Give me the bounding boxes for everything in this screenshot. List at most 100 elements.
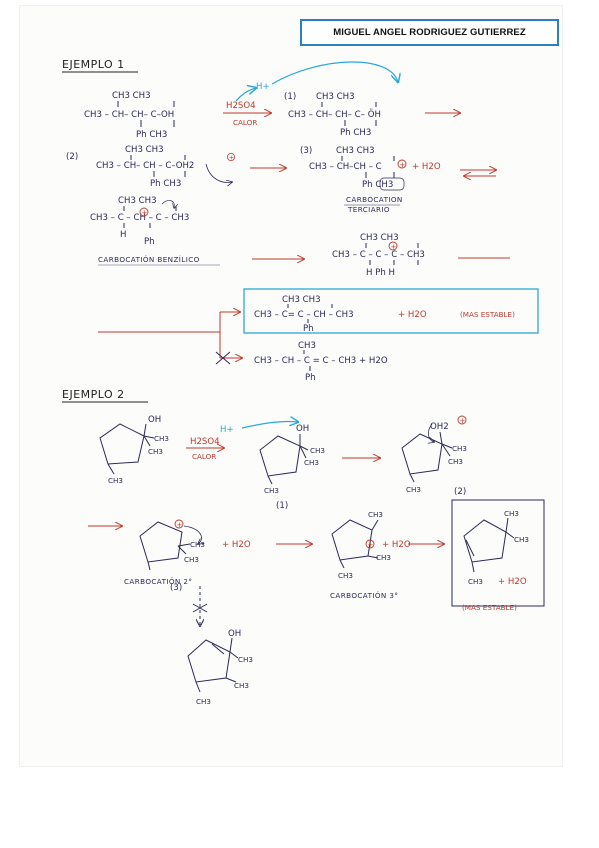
svg-text:CH3: CH3 bbox=[154, 434, 169, 443]
svg-text:CARBOCATIÓN 2°: CARBOCATIÓN 2° bbox=[124, 577, 192, 586]
svg-text:CH3: CH3 bbox=[184, 555, 199, 564]
svg-text:CH3: CH3 bbox=[196, 697, 211, 706]
svg-text:+: + bbox=[368, 541, 374, 549]
minor-product: CH3 CH3 – CH – C = C – CH3 + H2O Ph bbox=[254, 341, 388, 383]
svg-text:CH3 CH3: CH3 CH3 bbox=[336, 146, 375, 156]
example-2-title: EJEMPLO 2 bbox=[62, 388, 125, 401]
svg-text:CH3 – CH– CH– C–OH: CH3 – CH– CH– C–OH bbox=[84, 110, 174, 120]
svg-text:+ H2O: + H2O bbox=[498, 577, 527, 587]
ex2-tertiary-carbocation: CH3 + CH3 CH3 + H2O CARBOCATIÓN 3° bbox=[330, 510, 411, 600]
svg-text:+ H2O: + H2O bbox=[412, 162, 441, 172]
ex2-condition: CALOR bbox=[192, 452, 216, 461]
svg-text:CH3 CH3: CH3 CH3 bbox=[112, 91, 151, 101]
svg-text:CH3: CH3 bbox=[448, 457, 463, 466]
svg-text:H Ph H: H Ph H bbox=[366, 268, 395, 278]
svg-text:CH3: CH3 bbox=[238, 655, 253, 664]
author-name-box: MIGUEL ANGEL RODRIGUEZ GUTIERREZ bbox=[300, 19, 559, 46]
svg-text:OH: OH bbox=[148, 415, 161, 425]
ex2-reactant: OH CH3 CH3 CH3 bbox=[99, 415, 169, 485]
ex2-water-1: + H2O bbox=[222, 540, 251, 550]
svg-text:+: + bbox=[142, 209, 148, 217]
svg-text:CH3: CH3 bbox=[108, 476, 123, 485]
svg-text:+: + bbox=[391, 243, 397, 251]
ex2-step-2: OH2 + CH3 CH3 CH3 (2) bbox=[401, 415, 467, 497]
svg-text:CH3: CH3 bbox=[452, 444, 467, 453]
svg-text:CH3 – C= C – CH – CH3: CH3 – C= C – CH – CH3 bbox=[254, 310, 354, 320]
step-2-oxonium: (2) CH3 CH3 CH3 – CH– CH – C–OH2 + Ph CH… bbox=[66, 145, 235, 189]
ex2-proton-arrow bbox=[241, 421, 298, 429]
svg-text:(2): (2) bbox=[66, 152, 78, 162]
svg-text:CARBOCATION: CARBOCATION bbox=[346, 195, 403, 204]
step-1-alcohol: (1) CH3 CH3 CH3 – CH– CH– C– ÖH Ph CH3 bbox=[284, 92, 381, 138]
notebook-page: MIGUEL ANGEL RODRIGUEZ GUTIERREZ EJEMPLO… bbox=[20, 6, 562, 766]
svg-text:(1): (1) bbox=[284, 92, 296, 102]
svg-text:CH3: CH3 bbox=[338, 571, 353, 580]
ex2-step-3-num: (3) bbox=[170, 583, 182, 593]
svg-text:Ph: Ph bbox=[303, 324, 314, 334]
svg-text:CH3 – C – CH – C – CH3: CH3 – C – CH – C – CH3 bbox=[90, 213, 189, 223]
svg-text:+: + bbox=[177, 521, 183, 529]
svg-text:(2): (2) bbox=[454, 487, 466, 497]
ex2-major-product: CH3 CH3 CH3 + H2O (MAS ESTABLE) bbox=[462, 509, 529, 612]
handwritten-mechanisms: EJEMPLO 1 CH3 CH3 CH3 – CH– CH– C–OH Ph … bbox=[62, 58, 545, 706]
svg-text:CH3 – CH– CH – C–OH2: CH3 – CH– CH – C–OH2 bbox=[96, 161, 194, 171]
rearranged-carbocation: CH3 CH3 CH3 – C – C – C – CH3 + H Ph H bbox=[332, 233, 425, 278]
svg-text:OH: OH bbox=[228, 629, 241, 639]
svg-text:(MAS ESTABLE): (MAS ESTABLE) bbox=[460, 310, 515, 319]
svg-text:CH3 – C – C – C – CH3: CH3 – C – C – C – CH3 bbox=[332, 250, 425, 260]
svg-text:CH3: CH3 bbox=[264, 486, 279, 495]
ex2-step-1: OH CH3 CH3 CH3 (1) bbox=[259, 424, 325, 511]
svg-text:Ph: Ph bbox=[305, 373, 316, 383]
svg-text:CH3 – CH– CH– C– ÖH: CH3 – CH– CH– C– ÖH bbox=[288, 109, 381, 120]
reagent-label: H2SO4 bbox=[226, 101, 256, 111]
svg-text:(1): (1) bbox=[276, 501, 288, 511]
svg-text:Ph CH3: Ph CH3 bbox=[150, 179, 181, 189]
svg-text:CH3 – CH–CH – C: CH3 – CH–CH – C bbox=[309, 162, 382, 172]
svg-text:CH3: CH3 bbox=[190, 540, 205, 549]
svg-text:+ H2O: + H2O bbox=[382, 540, 411, 550]
svg-text:CH3: CH3 bbox=[368, 510, 383, 519]
svg-text:CH3 CH3: CH3 CH3 bbox=[316, 92, 355, 102]
svg-text:Ph CH3: Ph CH3 bbox=[362, 180, 393, 190]
condition-label: CALOR bbox=[233, 118, 257, 127]
svg-text:CH3: CH3 bbox=[234, 681, 249, 690]
example-1-title: EJEMPLO 1 bbox=[62, 58, 125, 71]
svg-text:CH3: CH3 bbox=[504, 509, 519, 518]
step-3-tertiary-carbocation: (3) CH3 CH3 CH3 – CH–CH – C + + H2O Ph C… bbox=[300, 146, 441, 214]
svg-text:TERCIARIO: TERCIARIO bbox=[347, 205, 390, 214]
svg-text:H: H bbox=[120, 230, 126, 240]
svg-text:Ph CH3: Ph CH3 bbox=[136, 130, 167, 140]
svg-text:CARBOCATIÓN BENZÍLICO: CARBOCATIÓN BENZÍLICO bbox=[98, 255, 200, 264]
svg-text:CH3 CH3: CH3 CH3 bbox=[360, 233, 399, 243]
svg-text:Ph CH3: Ph CH3 bbox=[340, 128, 371, 138]
svg-text:CH3: CH3 bbox=[376, 553, 391, 562]
svg-text:+: + bbox=[229, 155, 234, 162]
svg-text:(3): (3) bbox=[300, 146, 312, 156]
svg-text:+ H2O: + H2O bbox=[398, 310, 427, 320]
svg-text:CH3: CH3 bbox=[514, 535, 529, 544]
svg-text:OH2: OH2 bbox=[430, 422, 449, 432]
ex2-h-plus: H+ bbox=[220, 425, 234, 435]
h-plus-label: H+ bbox=[256, 82, 270, 92]
svg-text:CH3 CH3: CH3 CH3 bbox=[118, 196, 157, 206]
svg-text:OH: OH bbox=[296, 424, 309, 434]
svg-text:CH3: CH3 bbox=[310, 446, 325, 455]
svg-text:CH3 CH3: CH3 CH3 bbox=[125, 145, 164, 155]
proton-transfer-arrow bbox=[271, 61, 398, 85]
ex2-reagent: H2SO4 bbox=[190, 437, 220, 447]
ex2-secondary-carbocation: + CH3 CH3 CARBOCATIÓN 2° bbox=[124, 519, 205, 586]
svg-text:CH3: CH3 bbox=[468, 577, 483, 586]
major-product-box bbox=[243, 288, 539, 334]
svg-text:+: + bbox=[460, 417, 466, 425]
ex2-minor-product: OH CH3 CH3 CH3 bbox=[187, 629, 253, 706]
major-product: CH3 CH3 CH3 – C= C – CH – CH3 Ph + H2O (… bbox=[254, 295, 515, 334]
svg-text:CH3 CH3: CH3 CH3 bbox=[282, 295, 321, 305]
svg-text:+: + bbox=[400, 161, 406, 169]
svg-text:Ph: Ph bbox=[144, 237, 155, 247]
svg-text:CH3: CH3 bbox=[148, 447, 163, 456]
svg-text:CH3: CH3 bbox=[304, 458, 319, 467]
proton-arrow-short bbox=[235, 88, 256, 102]
svg-text:(MAS ESTABLE): (MAS ESTABLE) bbox=[462, 603, 517, 612]
svg-text:CH3 – CH – C = C – CH3 + H2O: CH3 – CH – C = C – CH3 + H2O bbox=[254, 356, 388, 366]
benzylic-carbocation: CH3 CH3 CH3 – C – CH – C – CH3 + H Ph CA… bbox=[90, 196, 220, 266]
